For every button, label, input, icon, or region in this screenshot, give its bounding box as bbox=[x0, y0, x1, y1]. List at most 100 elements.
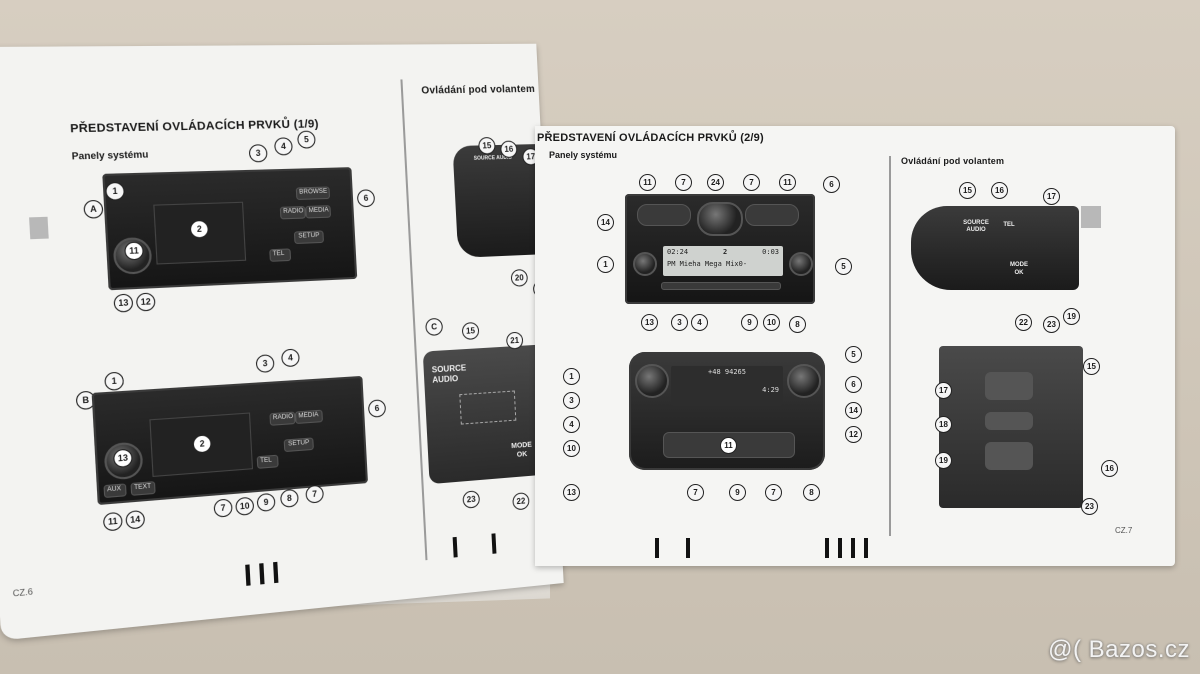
radio-b-callout-7b: 7 bbox=[305, 484, 325, 504]
top-callout-3: 3 bbox=[671, 314, 688, 331]
radio-b-setup-button: SETUP bbox=[283, 437, 314, 453]
bottom-callout-12: 12 bbox=[845, 426, 862, 443]
stalk-rb-callout-16: 16 bbox=[1101, 460, 1118, 477]
left-page-heading: PŘEDSTAVENÍ OVLÁDACÍCH PRVKŮ (1/9) bbox=[69, 117, 319, 136]
top-left-rocker bbox=[637, 204, 691, 226]
radio-b-media-button: MEDIA bbox=[294, 409, 323, 425]
radio-b-callout-10: 10 bbox=[235, 496, 255, 516]
section-tab bbox=[29, 216, 49, 240]
top-preset-bar bbox=[661, 282, 781, 290]
letter-a: A bbox=[83, 199, 104, 219]
radio-a-callout-4: 4 bbox=[273, 137, 293, 156]
radio-a-tel-button: TEL bbox=[269, 248, 292, 262]
bottom-callout-1: 1 bbox=[563, 368, 580, 385]
bazos-watermark: @( Bazos.cz bbox=[1048, 636, 1190, 663]
stalk-rb-callout-19: 19 bbox=[935, 452, 952, 469]
top-callout-7b: 7 bbox=[743, 174, 760, 191]
stalk-right-top: SOURCE AUDIO TEL MODE OK bbox=[911, 206, 1079, 290]
bottom-left-knob bbox=[635, 364, 669, 398]
radio-a-browse-button: BROWSE bbox=[295, 186, 331, 201]
radio-a-callout-12: 12 bbox=[135, 292, 156, 312]
left-page-number: CZ.6 bbox=[12, 586, 34, 599]
left-page: PŘEDSTAVENÍ OVLÁDACÍCH PRVKŮ (1/9) Panel… bbox=[0, 43, 564, 641]
radio-b-tel-button: TEL bbox=[256, 454, 279, 469]
stalk-rt-callout-22: 22 bbox=[1015, 314, 1032, 331]
right-page-number: CZ.7 bbox=[1115, 526, 1133, 535]
radio-a-callout-5: 5 bbox=[296, 130, 316, 149]
stalk-rb-callout-23: 23 bbox=[1081, 498, 1098, 515]
bottom-callout-6: 6 bbox=[845, 376, 862, 393]
right-print-marks-2 bbox=[825, 538, 868, 558]
right-page: PŘEDSTAVENÍ OVLÁDACÍCH PRVKŮ (2/9) Panel… bbox=[535, 126, 1175, 566]
top-callout-9: 9 bbox=[741, 314, 758, 331]
radio-b-callout-1: 1 bbox=[104, 371, 125, 391]
radio-b-callout-14: 14 bbox=[125, 509, 146, 530]
stalk-c-callout-22: 22 bbox=[512, 492, 530, 511]
stalk-right-bottom bbox=[939, 346, 1083, 508]
right-side-heading: Ovládání pod volantem bbox=[901, 156, 1005, 166]
radio-panel-top: 02:24 2 0:03 PM Mieha Mega Mix0- bbox=[625, 194, 815, 304]
stalk-rb-callout-15: 15 bbox=[1083, 358, 1100, 375]
bottom-callout-7b: 7 bbox=[765, 484, 782, 501]
stalk-rt-callout-19: 19 bbox=[1063, 308, 1080, 325]
right-page-heading: PŘEDSTAVENÍ OVLÁDACÍCH PRVKŮ (2/9) bbox=[537, 132, 764, 144]
top-center-knob bbox=[697, 202, 743, 236]
left-page-subheading: Panely systému bbox=[71, 148, 149, 162]
stalk-rb-callout-18: 18 bbox=[935, 416, 952, 433]
top-callout-13: 13 bbox=[641, 314, 658, 331]
radio-a-media-button: MEDIA bbox=[305, 205, 332, 219]
stalk-rt-callout-17: 17 bbox=[1043, 188, 1060, 205]
right-column-divider bbox=[889, 156, 891, 536]
left-side-heading: Ovládání pod volantem bbox=[421, 83, 536, 97]
top-callout-11a: 11 bbox=[639, 174, 656, 191]
stalk-top-callout-20: 20 bbox=[510, 268, 529, 287]
bottom-callout-8: 8 bbox=[803, 484, 820, 501]
top-lcd: 02:24 2 0:03 PM Mieha Mega Mix0- bbox=[663, 246, 783, 276]
right-page-subheading: Panely systému bbox=[549, 150, 618, 160]
radio-a-setup-button: SETUP bbox=[293, 230, 325, 245]
bottom-callout-11: 11 bbox=[720, 437, 737, 454]
top-left-knob bbox=[633, 252, 657, 276]
volume-up-icon bbox=[985, 372, 1033, 400]
top-callout-1: 1 bbox=[597, 256, 614, 273]
left-print-marks-2 bbox=[452, 533, 497, 558]
radio-a-callout-13: 13 bbox=[113, 293, 134, 313]
radio-b-radio-button: RADIO bbox=[269, 411, 296, 426]
column-divider bbox=[400, 79, 428, 561]
radio-b-aux-button: AUX bbox=[103, 483, 127, 499]
stalk-rt-callout-16: 16 bbox=[991, 182, 1008, 199]
radio-panel-b: RADIO MEDIA SETUP TEL AUX TEXT 2 13 bbox=[91, 375, 369, 506]
top-callout-10: 10 bbox=[763, 314, 780, 331]
stalk-c-callout-15: 15 bbox=[461, 321, 480, 341]
top-callout-14: 14 bbox=[597, 214, 614, 231]
bottom-right-knob bbox=[787, 364, 821, 398]
radio-b-callout-8: 8 bbox=[279, 488, 299, 508]
bottom-callout-13: 13 bbox=[563, 484, 580, 501]
top-right-knob bbox=[789, 252, 813, 276]
bottom-callout-5: 5 bbox=[845, 346, 862, 363]
radio-panel-bottom: +48 94265 4:29 11 bbox=[629, 352, 825, 470]
radio-a-callout-3: 3 bbox=[248, 144, 268, 163]
radio-b-callout-4: 4 bbox=[280, 348, 300, 368]
radio-b-callout-3: 3 bbox=[255, 354, 275, 374]
radio-b-text-button: TEXT bbox=[130, 481, 156, 496]
bottom-callout-3: 3 bbox=[563, 392, 580, 409]
top-callout-8: 8 bbox=[789, 316, 806, 333]
top-callout-4: 4 bbox=[691, 314, 708, 331]
radio-a-radio-button: RADIO bbox=[279, 205, 306, 220]
radio-b-callout-7a: 7 bbox=[213, 498, 233, 518]
radio-panel-a: RADIO MEDIA SETUP TEL BROWSE 2 11 bbox=[102, 167, 358, 291]
top-callout-6: 6 bbox=[823, 176, 840, 193]
volume-down-icon bbox=[985, 442, 1033, 470]
mute-icon bbox=[985, 412, 1033, 430]
bottom-callout-7a: 7 bbox=[687, 484, 704, 501]
stalk-rt-callout-15: 15 bbox=[959, 182, 976, 199]
stalk-c-dashed-area bbox=[459, 390, 517, 425]
bottom-callout-14: 14 bbox=[845, 402, 862, 419]
letter-c: C bbox=[425, 317, 444, 337]
bottom-callout-4: 4 bbox=[563, 416, 580, 433]
top-callout-5: 5 bbox=[835, 258, 852, 275]
left-print-marks bbox=[245, 561, 279, 586]
top-callout-11b: 11 bbox=[779, 174, 796, 191]
radio-b-callout-6: 6 bbox=[367, 399, 387, 418]
